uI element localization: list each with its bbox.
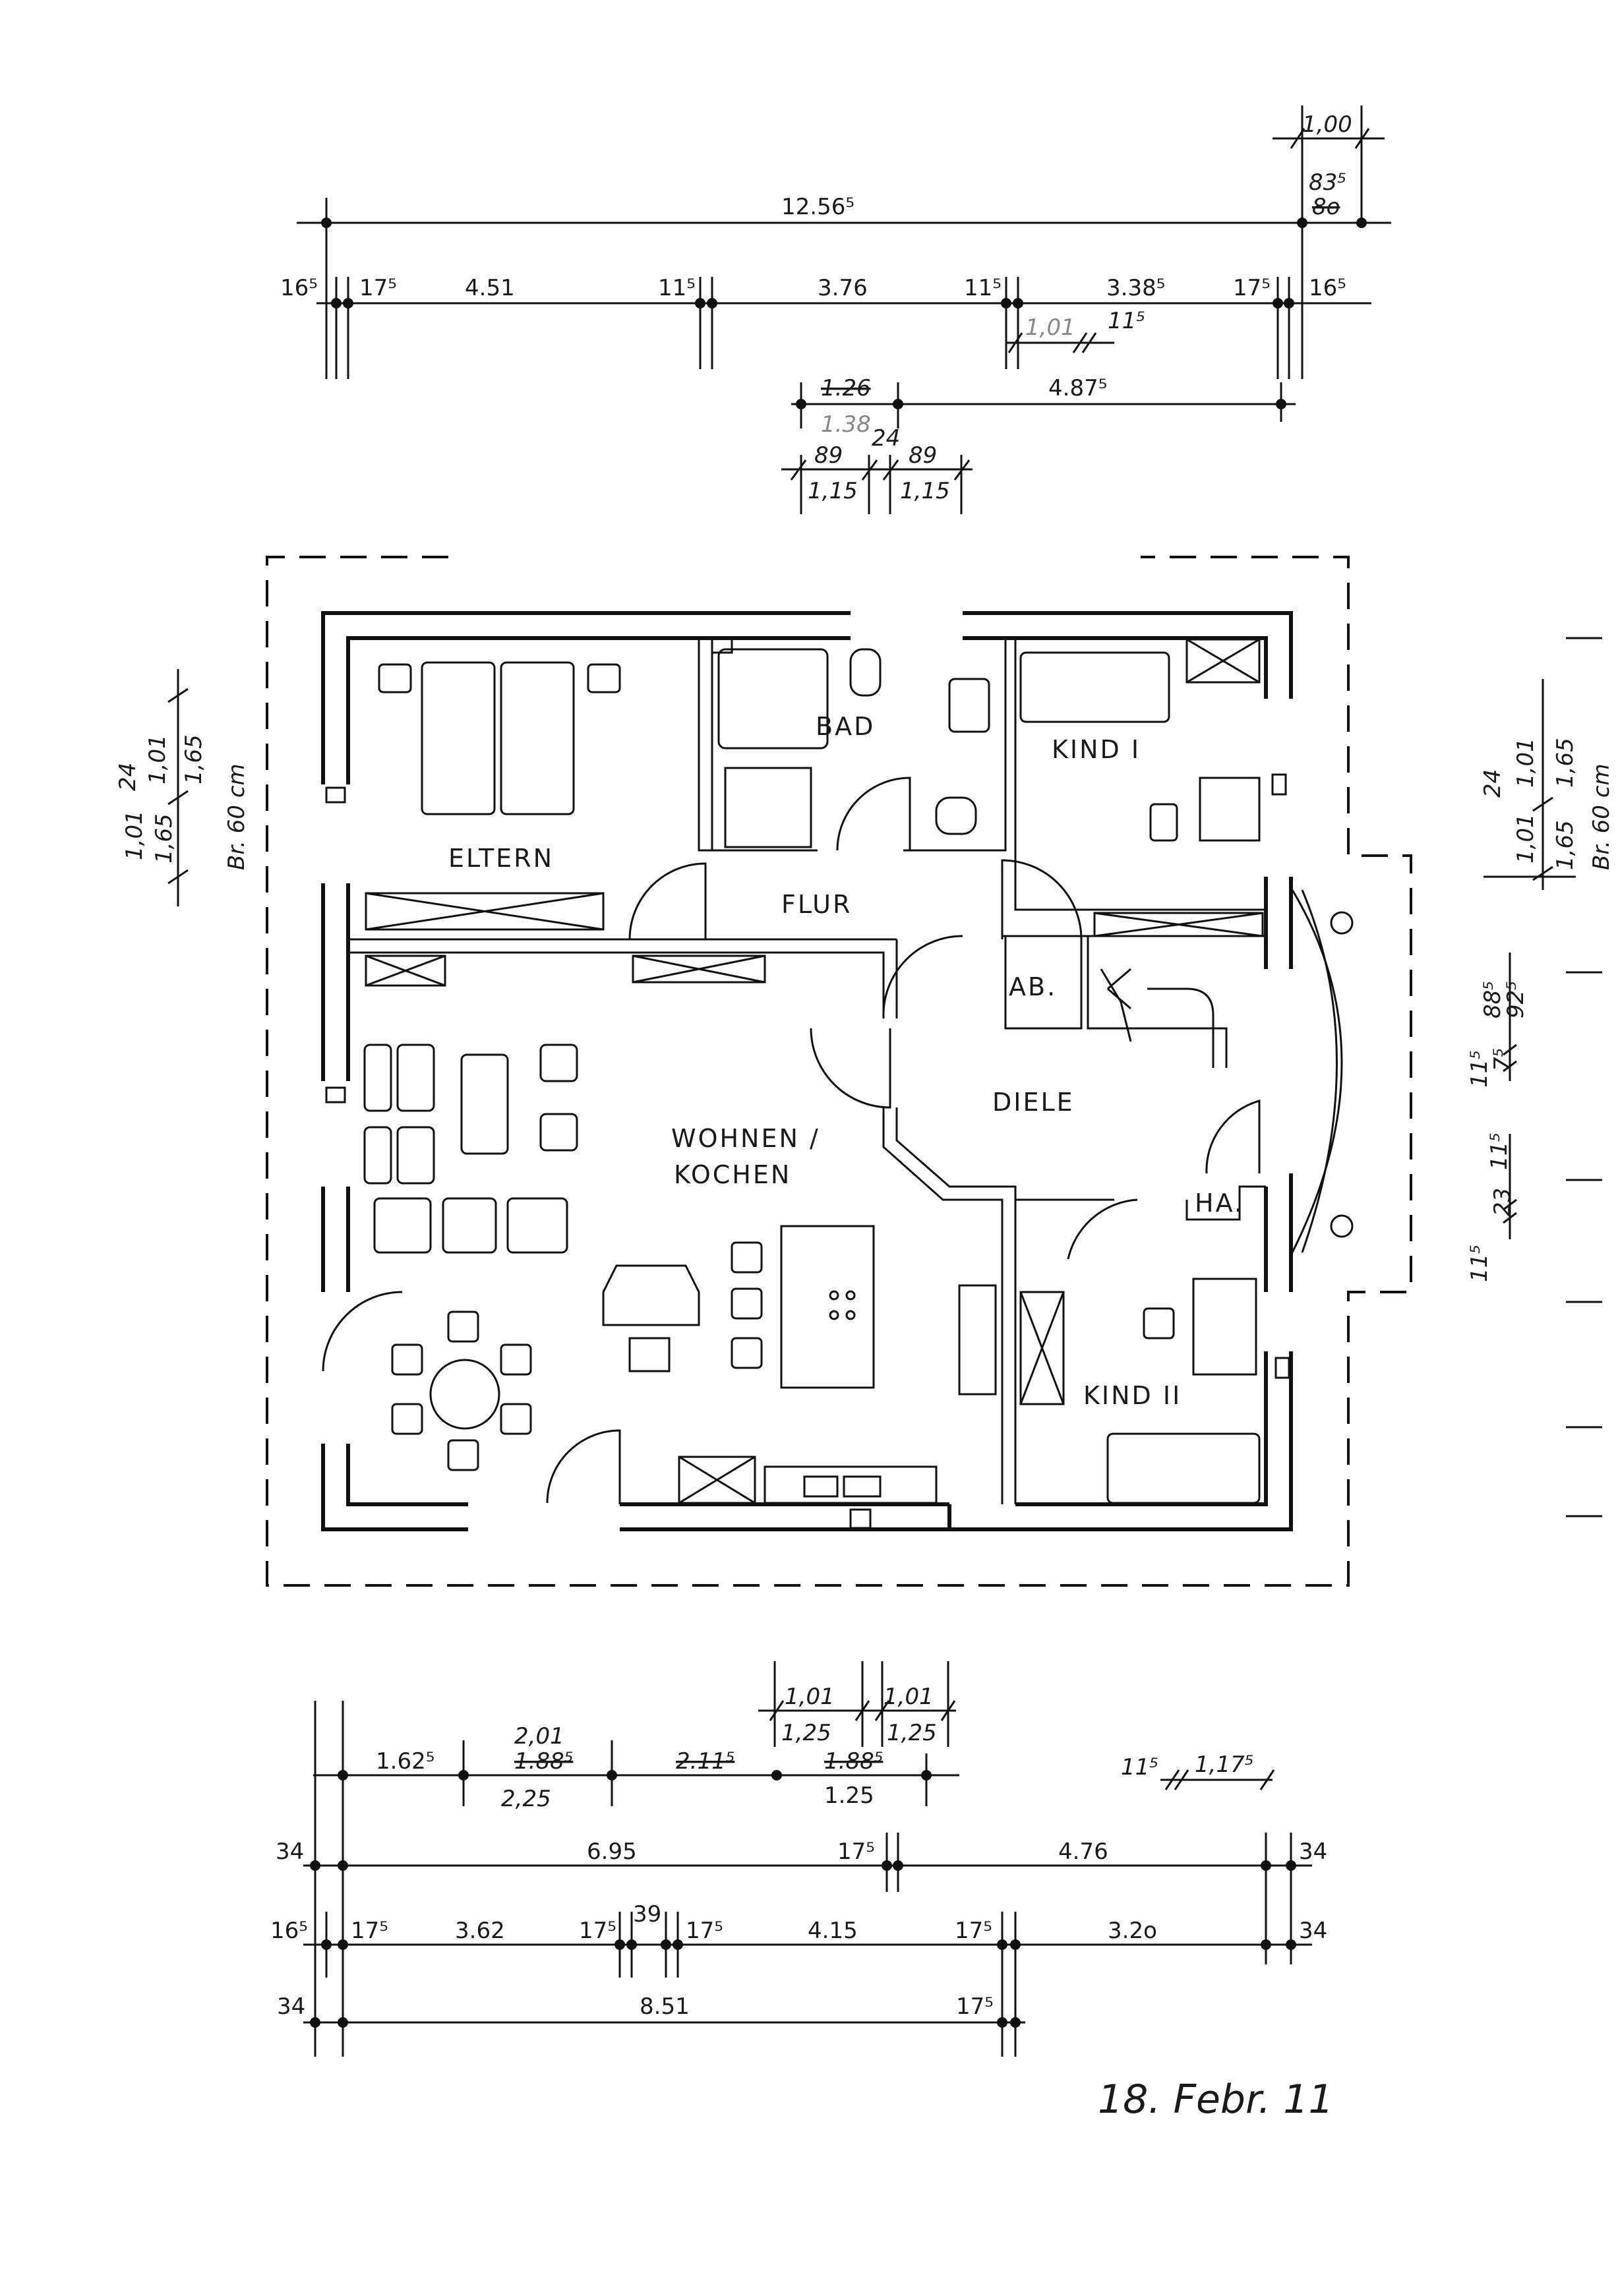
dim-row4-b: 1.38 [821, 411, 871, 438]
bottom-r2-b: 6.95 [587, 1839, 637, 1865]
windows [365, 638, 1264, 1504]
dim-row2-f: 11⁵ [964, 275, 1002, 301]
room-labels: ELTERN BAD KIND I FLUR AB. DIELE WOHNEN … [448, 712, 1244, 1410]
dim-right-top: 1,00 [1302, 111, 1352, 138]
left-dim-4: 1,65 [151, 813, 177, 864]
drawing-date: 18. Febr. 11 [1098, 2076, 1334, 2123]
dim-row5-c: 89 [909, 442, 937, 469]
right-mid2-2: 11⁵ [1486, 1133, 1513, 1170]
room-bad: BAD [816, 712, 875, 741]
bottom-r1-h: 11⁵ [1121, 1754, 1158, 1781]
dim-row2-h: 17⁵ [1233, 275, 1271, 301]
bottom-r2-e: 34 [1299, 1839, 1327, 1865]
dim-row4-a: 1.26 [821, 375, 871, 401]
room-flur: FLUR [781, 890, 852, 919]
dim-row2-g: 3.38⁵ [1106, 275, 1165, 301]
left-dim-0: 24 [115, 763, 141, 791]
bottom-r3-e: 39 [633, 1901, 661, 1928]
bottom-r1-g: 1.25 [824, 1782, 874, 1809]
dim-row2-a: 16⁵ [280, 275, 318, 301]
bottom-top-a: 1,01 [785, 1684, 835, 1710]
left-dim-1: 1,01 [121, 810, 148, 860]
right-dim-0: 24 [1480, 769, 1506, 798]
bottom-r3-b: 17⁵ [351, 1918, 388, 1944]
right-window-dimensions: 24 1,01 1,01 1,65 1,65 Br. 60 cm 11⁵ 88⁵… [1466, 679, 1615, 1282]
walls [321, 611, 1293, 1531]
wall-marks [325, 637, 1290, 1529]
dim-row5-b: 24 [872, 425, 900, 452]
bottom-r2-d: 4.76 [1058, 1839, 1108, 1865]
furniture [363, 648, 1261, 1504]
left-dim-3: 1,65 [181, 734, 207, 784]
bottom-r1-e: 2.11⁵ [676, 1748, 734, 1775]
dim-overall-width: 12.56⁵ [781, 194, 854, 220]
bottom-r1-i: 1,17⁵ [1195, 1751, 1253, 1778]
doors [322, 777, 1261, 1504]
right-dim-4: 1,65 [1552, 820, 1578, 870]
right-mid1-1: 88⁵ [1480, 981, 1506, 1018]
bottom-r1-d: 2,25 [501, 1786, 551, 1812]
room-ha: HA. [1195, 1189, 1244, 1218]
bottom-r1-c: 1.88⁵ [514, 1748, 573, 1775]
dim-right-80: 8o [1312, 194, 1340, 220]
bottom-top-d: 1,25 [887, 1720, 937, 1746]
bottom-r3-f: 17⁵ [686, 1918, 723, 1944]
right-dim-1: 1,01 [1513, 813, 1539, 864]
dim-row2-i: 16⁵ [1309, 275, 1346, 301]
dim-right-83: 83⁵ [1309, 169, 1346, 196]
dim-row3-a: 1,01 [1025, 314, 1075, 341]
dim-row6-b: 1,15 [900, 478, 950, 504]
dim-row5-a: 89 [814, 442, 843, 469]
dim-row2-b: 17⁵ [359, 275, 397, 301]
dim-row2-e: 3.76 [818, 275, 868, 301]
right-mid1-2: 92⁵ [1503, 981, 1529, 1018]
room-wohnen-2: KOCHEN [674, 1160, 791, 1189]
room-ab: AB. [1009, 972, 1057, 1001]
bottom-r4-a: 34 [277, 1993, 305, 2020]
left-dim-5: Br. 60 cm [224, 763, 250, 870]
room-eltern: ELTERN [448, 844, 554, 873]
bottom-r2-c: 17⁵ [837, 1839, 875, 1865]
bottom-r3-g: 4.15 [808, 1918, 858, 1944]
dim-row4-c: 4.87⁵ [1048, 375, 1107, 401]
right-dim-2: 1,01 [1513, 738, 1539, 788]
bottom-r3-c: 3.62 [455, 1918, 505, 1944]
right-mid2-1: 23 [1489, 1188, 1516, 1216]
roof-outline [266, 556, 1412, 1587]
bottom-r1-a: 1.62⁵ [376, 1748, 434, 1775]
right-mid1-3: 7⁵ [1489, 1048, 1516, 1071]
bottom-r3-i: 3.2o [1108, 1918, 1157, 1944]
bottom-r1-b: 2,01 [514, 1723, 564, 1750]
right-mid2-0: 11⁵ [1466, 1245, 1493, 1282]
left-dim-2: 1,01 [144, 734, 171, 784]
dim-row6-a: 1,15 [808, 478, 858, 504]
bottom-top-b: 1,01 [884, 1684, 934, 1710]
bottom-r3-d: 17⁵ [579, 1918, 616, 1944]
bottom-r3-h: 17⁵ [955, 1918, 992, 1944]
bottom-r1-f: 1.88⁵ [824, 1748, 883, 1775]
right-dim-5: Br. 60 cm [1588, 763, 1615, 870]
room-diele: DIELE [992, 1088, 1075, 1117]
bottom-r3-j: 34 [1299, 1918, 1327, 1944]
entrance-bay [1291, 889, 1354, 1253]
left-window-dimensions: 1,01 24 1,01 1,65 1,65 Br. 60 cm [115, 669, 250, 906]
margin-ticks [1566, 637, 1602, 1517]
room-wohnen-1: WOHNEN / [671, 1124, 820, 1153]
room-kind2: KIND II [1083, 1381, 1182, 1410]
right-dim-3: 1,65 [1552, 738, 1578, 788]
dim-row2-d: 11⁵ [658, 275, 696, 301]
bottom-r4-c: 17⁵ [956, 1993, 994, 2020]
right-mid1-0: 11⁵ [1466, 1050, 1493, 1088]
bottom-r4-b: 8.51 [640, 1993, 690, 2020]
bottom-dimension-chain: 1,01 1,01 1,25 1,25 1.62⁵ 2,01 1.88⁵ 2,2… [270, 1661, 1327, 2057]
dim-row2-c: 4.51 [465, 275, 515, 301]
dim-row3-b: 11⁵ [1108, 308, 1145, 334]
bottom-r3-a: 16⁵ [270, 1918, 308, 1944]
room-kind1: KIND I [1052, 735, 1141, 764]
bottom-r2-a: 34 [276, 1839, 304, 1865]
bottom-top-c: 1,25 [781, 1720, 831, 1746]
top-dimension-chain: 12.56⁵ 1,00 83⁵ 8o 16⁵ 17⁵ 4.51 11⁵ 3.76… [280, 105, 1391, 514]
